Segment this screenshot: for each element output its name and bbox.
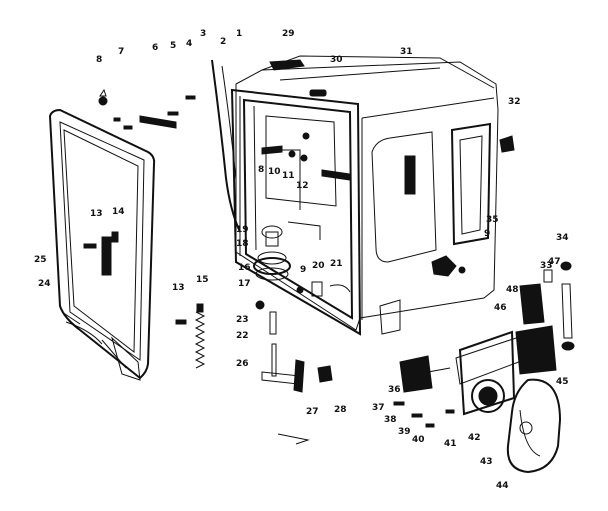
part-label-20: 20 [312, 261, 325, 271]
part-label-45: 45 [556, 377, 569, 387]
part-label-16: 16 [238, 263, 251, 273]
part-label-27: 27 [306, 407, 319, 417]
part-label-3: 3 [200, 29, 206, 39]
vent-grille [404, 155, 416, 195]
part-label-43: 43 [480, 457, 493, 467]
door-handle [101, 236, 112, 276]
part-label-18: 18 [236, 239, 249, 249]
part-label-23: 23 [236, 315, 249, 325]
top-bracket [269, 59, 305, 71]
part-label-38: 38 [384, 415, 397, 425]
part-label-4: 4 [186, 39, 192, 49]
part-label-32: 32 [508, 97, 521, 107]
part-label-41: 41 [444, 439, 457, 449]
part-label-47: 47 [548, 257, 561, 267]
part-label-24: 24 [38, 279, 51, 289]
part-label-1: 1 [236, 29, 242, 39]
part-label-42: 42 [468, 433, 481, 443]
part-label-34: 34 [556, 233, 569, 243]
part-label-8: 8 [96, 55, 102, 65]
part-label-39: 39 [398, 427, 411, 437]
part-label-5: 5 [170, 41, 176, 51]
part-label-11: 11 [282, 171, 295, 181]
part-label-36: 36 [388, 385, 401, 395]
knob-bracket [431, 255, 457, 277]
part-label-25: 25 [34, 255, 47, 265]
part-label-46: 46 [494, 303, 507, 313]
part-label-2: 2 [220, 37, 226, 47]
part-label-35: 35 [486, 215, 499, 225]
part-label-9-2: 9 [484, 229, 490, 239]
part-label-33: 33 [540, 261, 553, 271]
part-label-15: 15 [196, 275, 209, 285]
part-label-22: 22 [236, 331, 249, 341]
part-label-9: 9 [300, 265, 306, 275]
part-label-7: 7 [118, 47, 124, 57]
hinge-bracket [139, 115, 177, 129]
part-label-10: 10 [268, 167, 281, 177]
door-gasket-strip [211, 59, 241, 233]
part-label-12: 12 [296, 181, 309, 191]
part-label-6: 6 [152, 43, 158, 53]
part-label-13: 13 [90, 209, 103, 219]
part-label-26: 26 [236, 359, 249, 369]
part-label-8-2: 8 [258, 165, 264, 175]
part-label-21: 21 [330, 259, 343, 269]
door-panel [48, 108, 156, 381]
door-spring [194, 311, 206, 369]
part-label-13-2: 13 [172, 283, 185, 293]
part-label-28: 28 [334, 405, 347, 415]
part-label-48: 48 [506, 285, 519, 295]
part-label-19: 19 [236, 225, 249, 235]
part-label-31: 31 [400, 47, 413, 57]
control-panel-assembly [399, 325, 557, 416]
lower-housing [506, 378, 562, 474]
part-label-30: 30 [330, 55, 343, 65]
part-label-37: 37 [372, 403, 385, 413]
part-label-29: 29 [282, 29, 295, 39]
part-label-44: 44 [496, 481, 509, 491]
part-label-17: 17 [238, 279, 251, 289]
part-label-14: 14 [112, 207, 125, 217]
tub-cabinet [230, 55, 499, 336]
part-label-40: 40 [412, 435, 425, 445]
pump-fitting [253, 225, 291, 281]
